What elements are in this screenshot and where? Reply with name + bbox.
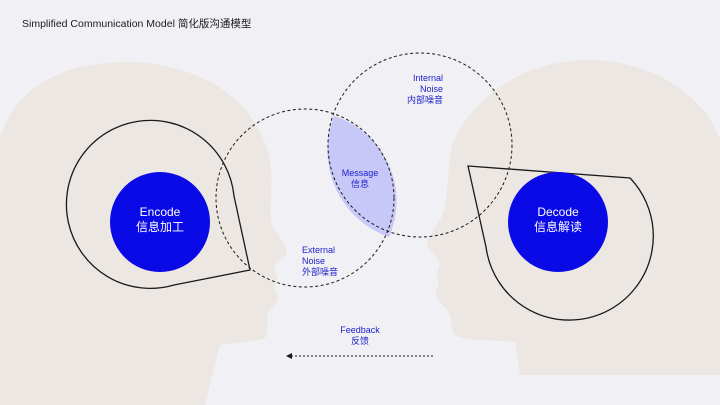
external-noise-label-zh: 外部噪音	[302, 267, 339, 277]
internal-noise-label-en2: Noise	[419, 84, 443, 94]
encode-teardrop-outline	[65, 119, 251, 290]
feedback-label-zh: 反馈	[350, 336, 369, 346]
external-noise-label-en1: External	[302, 245, 336, 255]
external-noise-label-en2: Noise	[302, 256, 326, 266]
internal-noise-label-en1: Internal	[412, 73, 443, 83]
decode-label-en: Decode	[537, 205, 579, 219]
feedback-arrowhead	[286, 353, 292, 359]
encode-label-zh: 信息加工	[135, 220, 184, 234]
feedback-label-en: Feedback	[340, 325, 380, 335]
internal-noise-label-zh: 内部噪音	[406, 95, 443, 105]
decode-core-circle	[508, 172, 608, 272]
message-label: Message 信息	[330, 168, 390, 190]
encode-label-en: Encode	[139, 205, 181, 219]
external-noise-circle	[215, 108, 395, 288]
feedback-label: Feedback 反馈	[330, 325, 390, 347]
internal-noise-label: Internal Noise 内部噪音	[383, 73, 443, 106]
external-noise-label: External Noise 外部噪音	[302, 245, 338, 278]
decode-teardrop-outline	[467, 165, 654, 321]
message-label-en: Message	[341, 168, 379, 178]
encode-label: Encode 信息加工	[110, 205, 210, 235]
decode-label-zh: 信息解读	[533, 220, 582, 234]
message-label-zh: 信息	[350, 179, 369, 189]
message-overlap	[327, 116, 397, 237]
internal-noise-circle	[327, 52, 513, 238]
decode-label: Decode 信息解读	[508, 205, 608, 235]
page-title: Simplified Communication Model 简化版沟通模型	[22, 18, 252, 30]
encode-core-circle	[110, 172, 210, 272]
